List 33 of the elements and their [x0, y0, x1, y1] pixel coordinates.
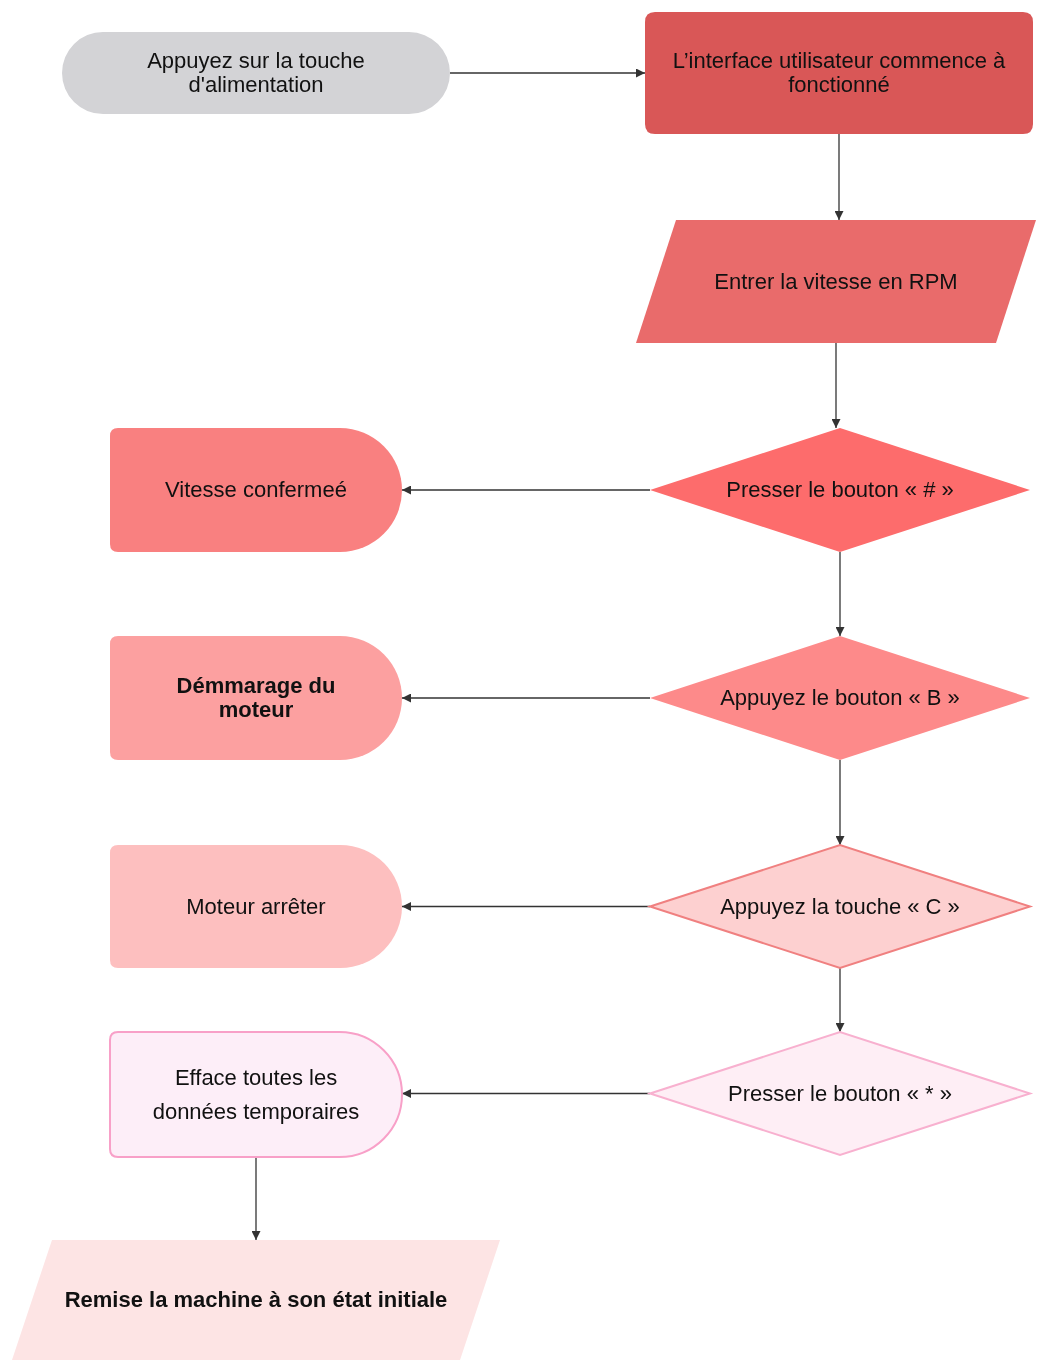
output-parallelogram	[12, 1240, 500, 1360]
decision-diamond	[650, 636, 1030, 760]
node-label: Appuyez le bouton « B »	[720, 686, 960, 710]
delay-shape	[110, 428, 402, 552]
arrow	[834, 133, 844, 221]
node-label: L’interface utilisateur commence à fonctionné	[671, 49, 1007, 97]
arrow	[401, 485, 651, 495]
decision-diamond	[650, 428, 1030, 552]
node-label: Remise la machine à son état initiale	[64, 1288, 448, 1312]
node-label: Appuyez sur la touche d'alimentation	[146, 49, 366, 97]
delay-shape	[110, 845, 402, 968]
node-label: Efface toutes les données temporaires	[151, 1063, 361, 1126]
arrow	[449, 68, 646, 78]
arrow	[835, 967, 845, 1033]
node-label: Démmarage du moteur	[175, 674, 337, 722]
arrow	[835, 551, 845, 637]
node-label: Moteur arrêter	[186, 894, 326, 919]
start-terminal	[62, 32, 450, 114]
decision-diamond	[650, 845, 1030, 968]
arrow	[401, 693, 651, 703]
arrow	[835, 759, 845, 846]
node-label: Presser le bouton « # »	[726, 478, 954, 502]
node-label: Entrer la vitesse en RPM	[714, 269, 958, 294]
input-parallelogram	[636, 220, 1036, 343]
arrow	[831, 342, 841, 429]
node-label: Appuyez la touche « C »	[720, 894, 960, 919]
delay-shape	[110, 1032, 402, 1157]
node-label: Presser le bouton « * »	[728, 1081, 952, 1106]
decision-diamond	[650, 1032, 1030, 1155]
node-label: Vitesse confermeé	[165, 478, 347, 502]
delay-shape	[110, 636, 402, 760]
arrow	[251, 1156, 261, 1241]
process-box	[645, 12, 1033, 134]
